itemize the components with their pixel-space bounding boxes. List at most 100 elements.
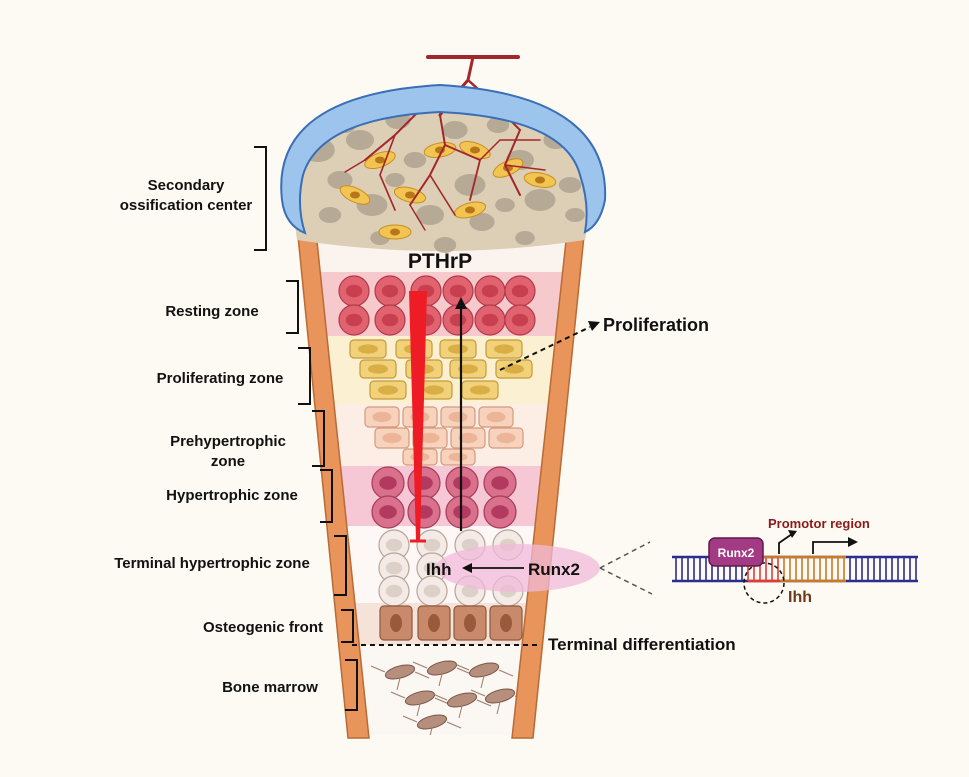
cell-nucleus bbox=[470, 146, 480, 154]
zone-label-line: Prehypertrophic bbox=[170, 433, 286, 450]
cell-nucleus bbox=[385, 538, 403, 552]
marrow-process bbox=[390, 691, 450, 717]
cell-nucleus bbox=[464, 614, 476, 632]
cell-nucleus bbox=[449, 313, 467, 327]
cell-nucleus bbox=[382, 432, 402, 444]
trabecula bbox=[327, 171, 353, 189]
trabecula bbox=[346, 130, 374, 150]
cell-nucleus bbox=[428, 614, 440, 632]
cell-nucleus bbox=[423, 584, 441, 598]
zone-label-proliferating: Proliferating zone bbox=[157, 370, 284, 387]
cell-nucleus bbox=[345, 284, 363, 298]
marrow-process bbox=[454, 663, 514, 689]
zone-label-line: Osteogenic front bbox=[203, 619, 323, 636]
cell-nucleus bbox=[511, 313, 529, 327]
cell-nucleus bbox=[345, 313, 363, 327]
terminal-differentiation-label: Terminal differentiation bbox=[548, 635, 736, 654]
cell-nucleus bbox=[448, 411, 468, 423]
cell-nucleus bbox=[423, 385, 445, 395]
marrow-process bbox=[432, 693, 492, 719]
marrow-process bbox=[402, 715, 462, 735]
articular-cartilage-cap bbox=[280, 83, 607, 235]
pthrp-gradient-wedge bbox=[409, 291, 427, 540]
cell-nucleus bbox=[375, 156, 385, 164]
cell-nucleus bbox=[385, 584, 403, 598]
inset-connector-top bbox=[599, 541, 651, 569]
trabecula bbox=[486, 117, 510, 133]
marrow-cell bbox=[446, 692, 478, 708]
cell-nucleus bbox=[491, 476, 509, 490]
cell-nucleus bbox=[379, 476, 397, 490]
marrow-process bbox=[370, 665, 430, 691]
cell-nucleus bbox=[390, 614, 402, 632]
runx2-label: Runx2 bbox=[528, 560, 580, 579]
cell-nucleus bbox=[535, 176, 545, 184]
trabecula bbox=[524, 189, 556, 211]
zone-label-hypertrophic: Hypertrophic zone bbox=[166, 487, 298, 504]
pthrp-label: PTHrP bbox=[408, 250, 472, 273]
cell-nucleus bbox=[486, 411, 506, 423]
cell-nucleus bbox=[420, 432, 440, 444]
cell-nucleus bbox=[449, 284, 467, 298]
transcription-arrow-large bbox=[812, 541, 848, 554]
ihh-label: Ihh bbox=[426, 560, 452, 579]
runx2-protein-label: Runx2 bbox=[718, 546, 755, 560]
transcription-arrowhead-large bbox=[848, 537, 858, 547]
cell-nucleus bbox=[357, 344, 379, 354]
trabecula bbox=[495, 198, 515, 212]
binding-site-circle bbox=[743, 562, 785, 604]
zone-label-secondary: Secondary ossification center bbox=[120, 177, 253, 214]
cell-nucleus bbox=[405, 191, 415, 199]
zone-label-line: Secondary bbox=[148, 177, 225, 194]
trabecular-bone bbox=[301, 111, 585, 253]
cell-nucleus bbox=[381, 313, 399, 327]
cell-nucleus bbox=[465, 206, 475, 214]
trabecula bbox=[469, 213, 495, 231]
cell-nucleus bbox=[511, 284, 529, 298]
cell-nucleus bbox=[503, 364, 525, 374]
zone-label-line: Resting zone bbox=[165, 303, 258, 320]
cell-nucleus bbox=[496, 432, 516, 444]
trabecula bbox=[433, 237, 457, 253]
cell-nucleus bbox=[469, 385, 491, 395]
trabecula bbox=[558, 177, 582, 193]
cell-nucleus bbox=[367, 364, 389, 374]
transcription-arrowhead-small bbox=[788, 530, 797, 538]
cell-nucleus bbox=[458, 432, 478, 444]
zone-label-line: Terminal hypertrophic zone bbox=[114, 555, 310, 572]
trabecula bbox=[454, 174, 486, 196]
inset-connector-bottom bbox=[599, 567, 653, 595]
cell-nucleus bbox=[481, 284, 499, 298]
promoter-label: Promotor region bbox=[768, 516, 870, 531]
proliferation-label: Proliferation bbox=[603, 315, 709, 335]
cell-nucleus bbox=[481, 313, 499, 327]
zone-label-line: zone bbox=[211, 453, 245, 470]
arrowhead-left bbox=[462, 563, 472, 573]
zone-label-line: ossification center bbox=[120, 197, 253, 214]
trabecula bbox=[318, 207, 342, 223]
trabecula bbox=[385, 173, 405, 187]
transcription-arrow-small bbox=[778, 533, 793, 554]
cell-nucleus bbox=[390, 228, 400, 236]
cell-nucleus bbox=[379, 505, 397, 519]
cell-nucleus bbox=[448, 452, 468, 462]
arrowhead-up bbox=[455, 297, 467, 309]
trabecula bbox=[515, 231, 535, 245]
cell-nucleus bbox=[381, 284, 399, 298]
trabecula bbox=[416, 205, 444, 225]
marrow-process bbox=[412, 661, 472, 687]
marrow-cell bbox=[416, 714, 448, 730]
cell-nucleus bbox=[385, 561, 403, 575]
cell-nucleus bbox=[372, 411, 392, 423]
zone-label-line: Proliferating zone bbox=[157, 370, 284, 387]
cell-nucleus bbox=[350, 191, 360, 199]
arrowhead-proliferation bbox=[588, 321, 600, 331]
cell-nucleus bbox=[447, 344, 469, 354]
cell-nucleus bbox=[491, 505, 509, 519]
cell-nucleus bbox=[423, 538, 441, 552]
marrow-cell bbox=[484, 688, 516, 704]
marrow-cell bbox=[384, 664, 416, 680]
ihh-gene-label: Ihh bbox=[788, 589, 812, 606]
cell-nucleus bbox=[423, 561, 441, 575]
